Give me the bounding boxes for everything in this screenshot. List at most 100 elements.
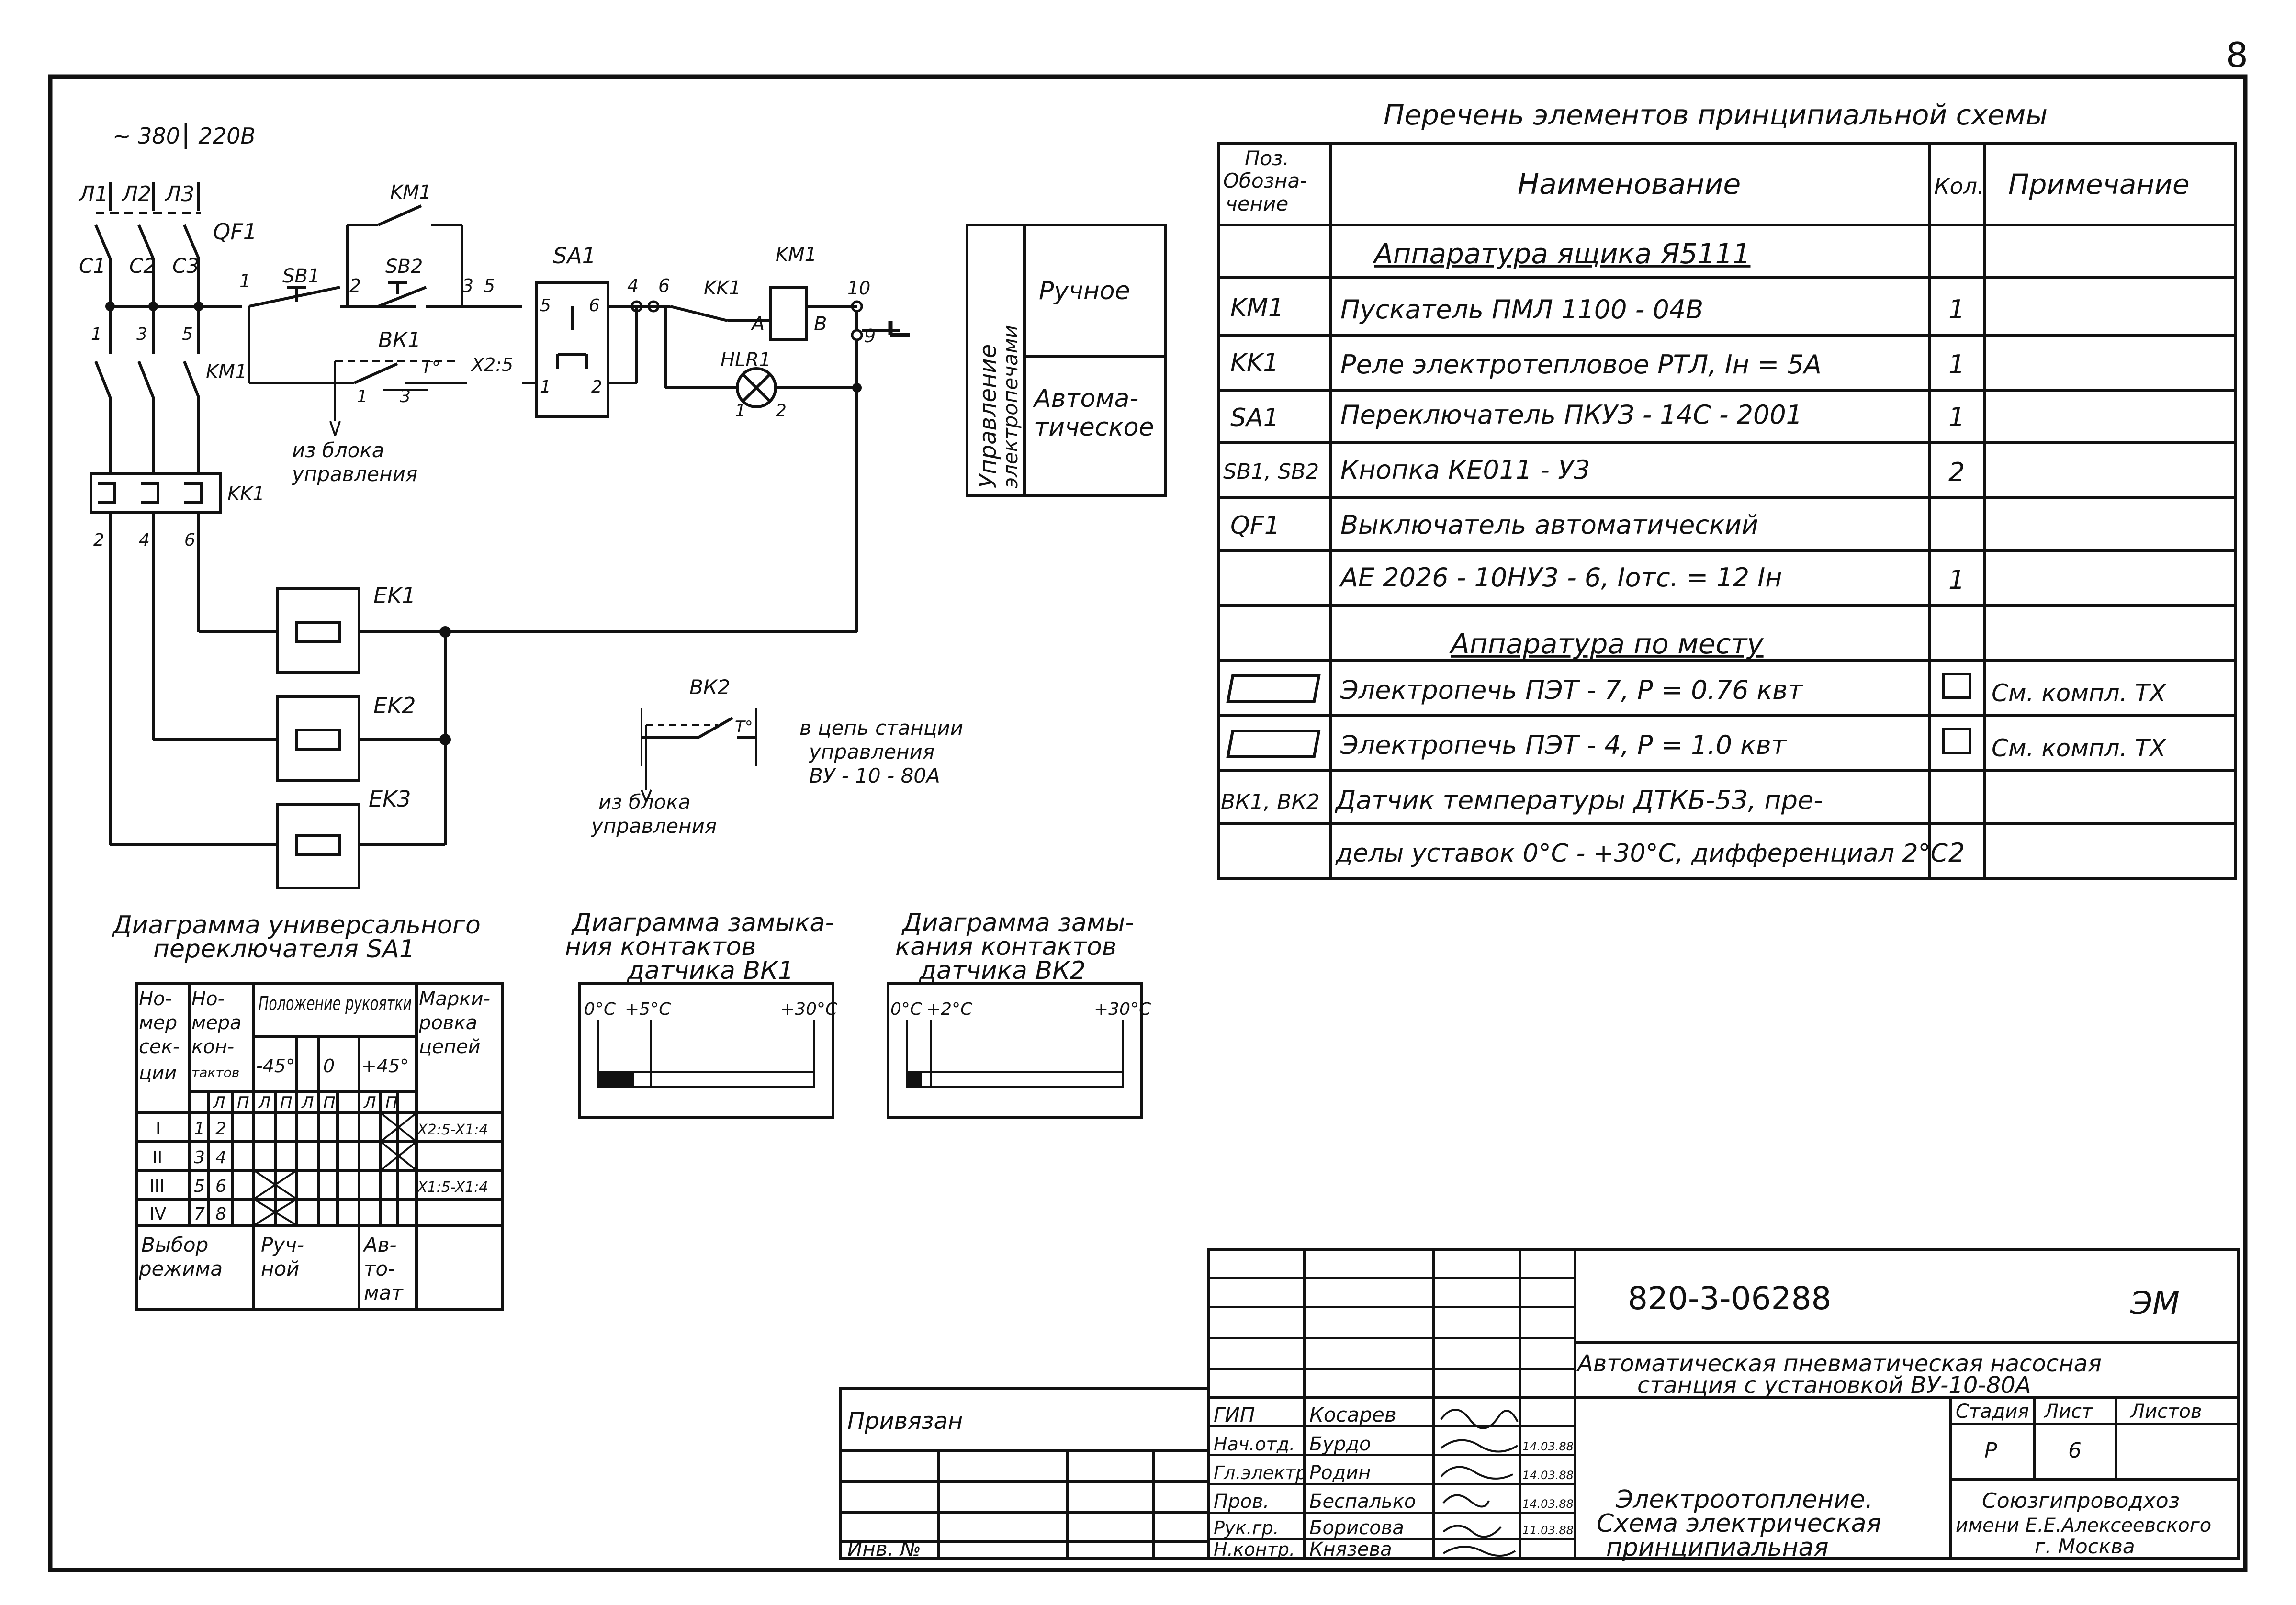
row-3-qty: 2: [1948, 457, 1965, 487]
sa1-lp-0: Л: [212, 1093, 225, 1112]
sa1-row-1-c1: 3: [194, 1148, 205, 1167]
section-2: Аппаратура по месту: [1449, 628, 1764, 660]
sa1-row-3-c1: 7: [194, 1204, 205, 1224]
sa1-auto-2: то-: [364, 1257, 395, 1280]
bk1-tick-0: 0°С: [584, 999, 616, 1019]
doc-mark: ЭМ: [2130, 1285, 2180, 1322]
phase-l3: Л3: [164, 182, 194, 206]
sa1-label: SA1: [553, 243, 596, 269]
row-1-name: Реле электротепловое РТЛ, Iн = 5А: [1340, 349, 1822, 380]
node-1: 1: [239, 270, 251, 292]
name-0: Косарев: [1309, 1403, 1396, 1426]
sa1-row-2-sec: III: [149, 1177, 165, 1196]
bk2-t: T°: [735, 718, 753, 737]
elements-table: Перечень элементов принципиальной схемы …: [1217, 99, 2237, 880]
bk1-title-2: ния контактов: [565, 932, 756, 961]
bk2-tick-1: +2°С: [926, 999, 973, 1019]
row-6-symbol: [1226, 674, 1321, 703]
sb2-label: SB2: [385, 256, 423, 278]
name-2: Родин: [1309, 1462, 1371, 1484]
km1-coil-label: KM1: [776, 244, 817, 266]
sa1-pin-5: 5: [540, 296, 551, 315]
sa1-h-sec-2: мер: [139, 1012, 177, 1034]
qf1-label: QF1: [213, 219, 257, 245]
sa1-lp-7: П: [385, 1093, 398, 1112]
date-2: 14.03.88: [1522, 1469, 1574, 1482]
sa1-mode-2: режима: [138, 1257, 223, 1280]
km1-pin-5: 5: [182, 325, 193, 344]
kk1-contact-label: KK1: [704, 277, 741, 299]
project-1: Автоматическая пневматическая насосная: [1576, 1350, 2102, 1377]
sa1-row-2-c1: 5: [194, 1177, 205, 1196]
row-5-qty: 1: [1948, 565, 1965, 595]
row-0-qty: 1: [1948, 294, 1965, 325]
row-5-name: АЕ 2026 - 10НУ3 - 6, Iотс. = 12 Iн: [1339, 562, 1782, 593]
contact-b: В: [814, 313, 827, 335]
bk1-diagram: Диаграмма замыка- ния контактов датчика …: [565, 909, 838, 1119]
sa1-row-1-sec: II: [152, 1148, 162, 1167]
sa1-lp-6: Л: [363, 1093, 376, 1112]
org-1: Союзгипроводхоз: [1982, 1489, 2180, 1513]
kk1-pin-4: 4: [139, 530, 150, 550]
sa1-h-sec-1: Но-: [139, 988, 172, 1010]
row-4-name: Выключатель автоматический: [1340, 510, 1758, 540]
org-2: имени Е.Е.Алексеевского: [1956, 1515, 2211, 1537]
sa1-diagram: Диаграмма универсального переключателя S…: [112, 911, 504, 1311]
from-block-1: из блока: [292, 438, 384, 462]
mode-side-2: электропечами: [999, 325, 1022, 488]
bk1-label: ВК1: [378, 328, 421, 352]
bk1-tick-1: +5°С: [625, 999, 671, 1019]
sa1-h-sec-4: ции: [139, 1062, 177, 1084]
km1-pin-3: 3: [136, 325, 147, 344]
sa1-mode-1: Выбор: [141, 1233, 208, 1257]
km1-pin-1: 1: [91, 325, 102, 344]
bk2-tick-0: 0°С: [890, 999, 923, 1019]
bk1-pin-1: 1: [357, 387, 368, 406]
doc-code: 820-3-06288: [1628, 1280, 1832, 1317]
row-6-note: См. компл. ТХ: [1992, 679, 2167, 707]
name-1: Бурдо: [1309, 1433, 1371, 1455]
sa1-title-1: Диаграмма универсального: [112, 911, 481, 940]
from-block2-1: из блока: [598, 790, 691, 814]
signature-1: [1440, 1439, 1519, 1453]
stage-header: Стадия: [1956, 1401, 2029, 1423]
km1-contacts-label: KM1: [206, 361, 247, 383]
date-1: 14.03.88: [1522, 1440, 1574, 1453]
bk1-closed-fill: [598, 1072, 634, 1087]
km1-hold-label: KM1: [390, 181, 431, 203]
ek3-box: [276, 803, 360, 889]
row-0-pos: KM1: [1230, 293, 1284, 322]
sa1-row-0-c1: 1: [194, 1119, 205, 1139]
th-pos-1: Поз.: [1245, 146, 1289, 170]
bk2-tick-2: +30°С: [1094, 999, 1151, 1019]
node-4: 4: [627, 275, 639, 296]
sheet-frame: [48, 74, 2248, 1572]
elements-title: Перечень элементов принципиальной схемы: [1384, 99, 2048, 131]
node-10: 10: [847, 278, 870, 299]
sa1-lp-2: Л: [258, 1093, 271, 1112]
bk1-title-3: датчика ВК1: [627, 956, 794, 985]
sa1-h-sec-3: сек-: [139, 1036, 180, 1058]
inv-label: Инв. №: [847, 1537, 921, 1560]
sa1-auto-3: мат: [364, 1281, 404, 1304]
sa1-row-1-c2: 4: [215, 1148, 226, 1167]
kk1-relay-label: KK1: [227, 483, 265, 505]
sa1-angle-neg: -45°: [256, 1055, 295, 1077]
ek1-box: [276, 587, 360, 674]
c3-label: C3: [172, 254, 199, 278]
sheet-value: 6: [2068, 1438, 2082, 1463]
phase-l2: Л2: [121, 182, 151, 206]
signature-3: [1442, 1494, 1490, 1508]
date-4: 11.03.88: [1522, 1524, 1574, 1537]
sa1-box: [535, 281, 609, 418]
from-block-2: управления: [291, 462, 417, 486]
schematic: ~ 380⎮ 220В Л1 Л2 Л3 QF1 C1 C2 C3 1 SB1 …: [78, 123, 963, 889]
bk2-title-2: кания контактов: [895, 932, 1116, 961]
role-0: ГИП: [1214, 1403, 1255, 1426]
sa1-h-mark-2: ровка: [418, 1012, 477, 1034]
node-2: 2: [349, 275, 361, 296]
bk2-closed-fill: [907, 1072, 922, 1087]
node-5: 5: [484, 275, 495, 296]
node-3: 3: [462, 275, 473, 296]
sa1-row-3-sec: IV: [149, 1204, 167, 1224]
